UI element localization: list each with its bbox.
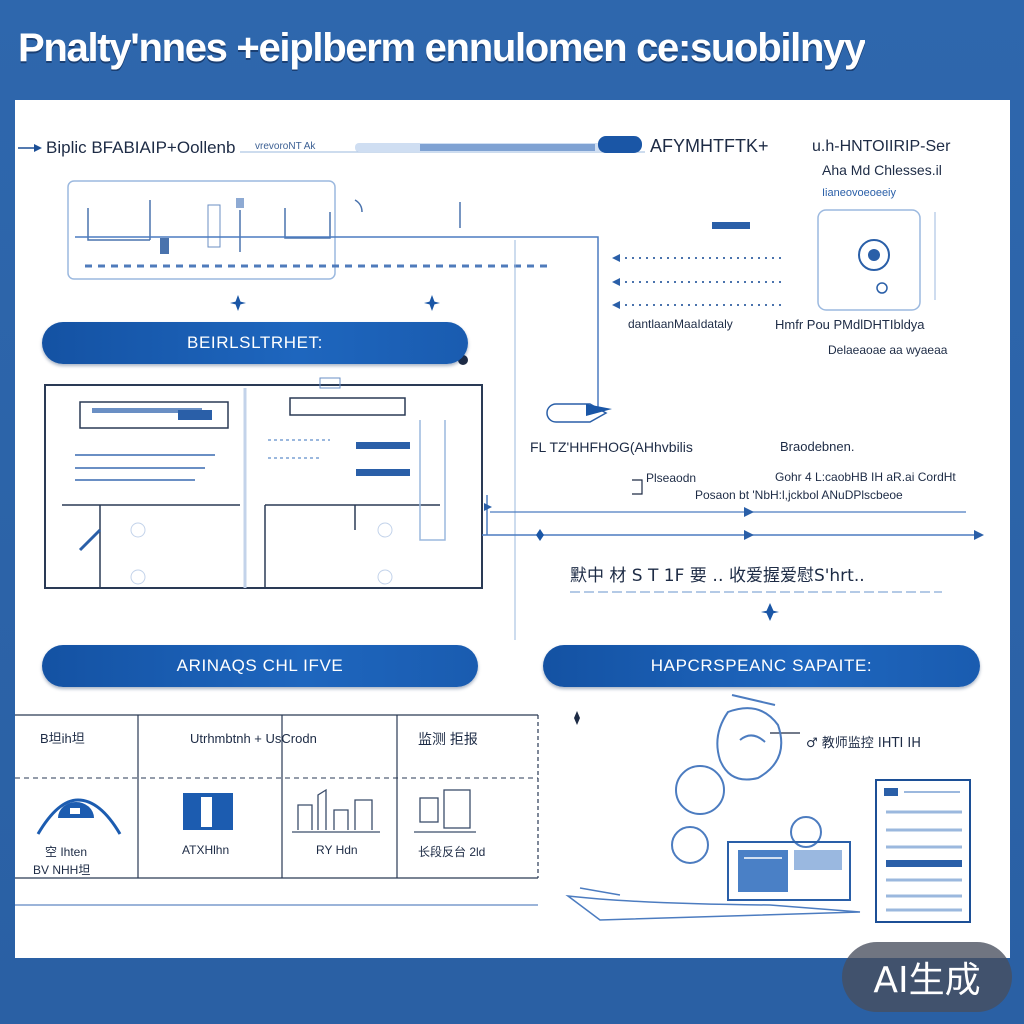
right-panel-line2: Iianeovoeoeeiy [822,187,897,199]
connector-line [75,236,599,410]
table-cell-1a: 空 Ihten [45,845,88,859]
right-panel-line1: Aha Md Chlesses.il [822,162,942,178]
caption-sub: Delaeaoae aa wyaeaa [828,343,948,357]
flow-note-d: Gohr 4 L:caobHB IH aR.ai CordHt [775,470,956,484]
arrow-right-icon [18,144,42,152]
table-header-1: B坦ih坦 [40,731,85,746]
sketch-device-icon [414,789,476,833]
top-flow-small-label: vrevoroNT Ak [255,141,316,152]
marker-bar [712,222,750,229]
table-header-2: Utrhmbtnh + UsCrodn [190,731,317,746]
user-circle-icon [817,209,936,311]
source-module-box [67,180,461,280]
dotted-flow-lines [618,257,782,306]
dome-icon [36,798,122,835]
sketch-tools-icon [292,788,380,833]
laptop-icon [565,841,861,921]
flow-note-e: Posaon bt 'NbH:l,jckbol ANuDPlscbeoe [695,488,903,502]
table-cell-4: 长段反台 2ld [418,845,486,859]
illustration-label: ♂ 教师监控 IHTI IH [806,736,922,751]
flow-note-a: FL TZ'HHFHOG(AHhvbilis [530,439,693,455]
diamond-icon [230,295,779,725]
flow-note-f: 默中 材 S T 1F 要 ‥ 收爱握爱慰S'hrt.. [570,566,865,586]
section-pill-top: BEIRLSLTRHET: [42,322,468,364]
top-flow-mid-label: AFYMHTFTK+ [650,136,769,156]
document-icon [875,779,971,923]
section-pill-left: ARINAQS CHL IFVE [42,645,478,687]
table-cell-1b: BV NHH坦 [33,863,91,877]
top-flow-right-label: u.h-HNTOIIRIP-Ser [812,138,951,155]
page-title: Pnalty'nnes +eiplberm ennulomen ce:suobi… [18,26,865,70]
caption-right: Hmfr Pou PMdlDHTIbldya [775,317,925,332]
table-cell-2: ATXHlhn [182,843,230,857]
note-bracket [632,479,643,495]
flow-note-c: Plseaodn [646,471,697,485]
table-cell-3: RY Hdn [316,843,358,857]
flow-arrows [482,495,984,541]
content-panel [15,100,1010,958]
caption-left: dantlaanMaaIdataly [628,317,733,331]
feature-table [15,714,539,906]
dotted-flow-arrowheads [612,254,620,309]
flow-pointer-icon [546,403,612,423]
flow-note-b: Braodebnen. [780,439,855,454]
clipboard-icon [183,793,233,830]
progress-bar-icon [240,136,645,153]
top-flow-left-label: Biplic BFABIAIP+Oollenb [46,138,236,157]
ai-generated-watermark: AI生成 [842,942,1012,1012]
table-header-3: 监测 拒报 [418,731,478,747]
section-pill-right: HAPCRSPEANC SAPAITE: [543,645,980,687]
bubble-icon [671,694,822,864]
device-panel [44,377,483,589]
